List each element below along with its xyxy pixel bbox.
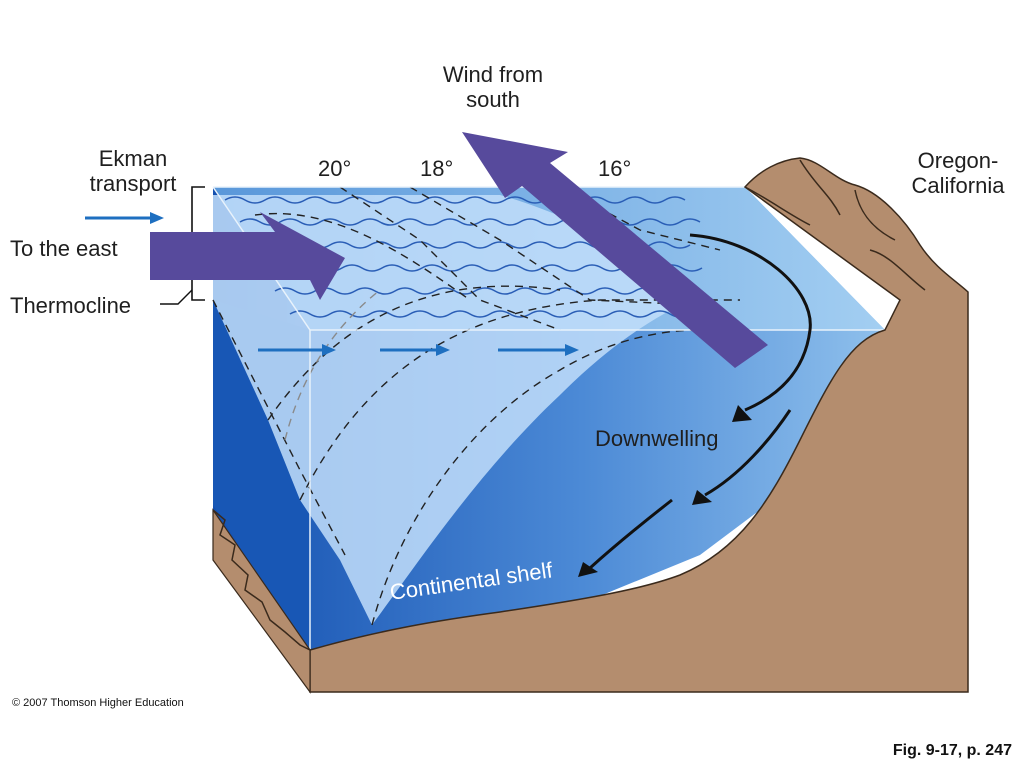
thermocline-leader (160, 289, 193, 305)
downwelling-label: Downwelling (595, 426, 719, 451)
flow-arrows (85, 212, 579, 356)
ekman-label-line2: transport (89, 171, 177, 197)
coast-label-line1: Oregon- (917, 148, 999, 173)
copyright-notice: © 2007 Thomson Higher Education (12, 697, 184, 709)
wind-label: Wind from south (428, 62, 558, 113)
isotherm-18-label: 18° (420, 156, 454, 181)
ekman-label: Ekman transport (68, 146, 198, 197)
thermocline-line (284, 289, 381, 441)
oregon-california-label: Oregon- California (900, 148, 1016, 199)
coast-label-line2: California (911, 173, 1005, 199)
downwelling-arrows (588, 233, 812, 570)
isotherm-20-label: 20° (318, 156, 352, 181)
coastal-land (309, 157, 969, 693)
isotherm-16-label: 16° (598, 156, 632, 181)
coast-ridges (744, 159, 926, 291)
ekman-transport-arrow (150, 212, 345, 300)
downwelling-arrowheads (578, 405, 752, 577)
left-seafloor-jag (212, 509, 311, 651)
figure-reference: Fig. 9-17, p. 247 (892, 742, 1012, 759)
ekman-label-line1: Ekman (98, 146, 168, 171)
wind-label-text: Wind from south (442, 62, 544, 113)
thermocline-label: Thermocline (10, 293, 132, 318)
to-the-east-label: To the east (10, 236, 118, 261)
wind-arrow (462, 132, 768, 368)
